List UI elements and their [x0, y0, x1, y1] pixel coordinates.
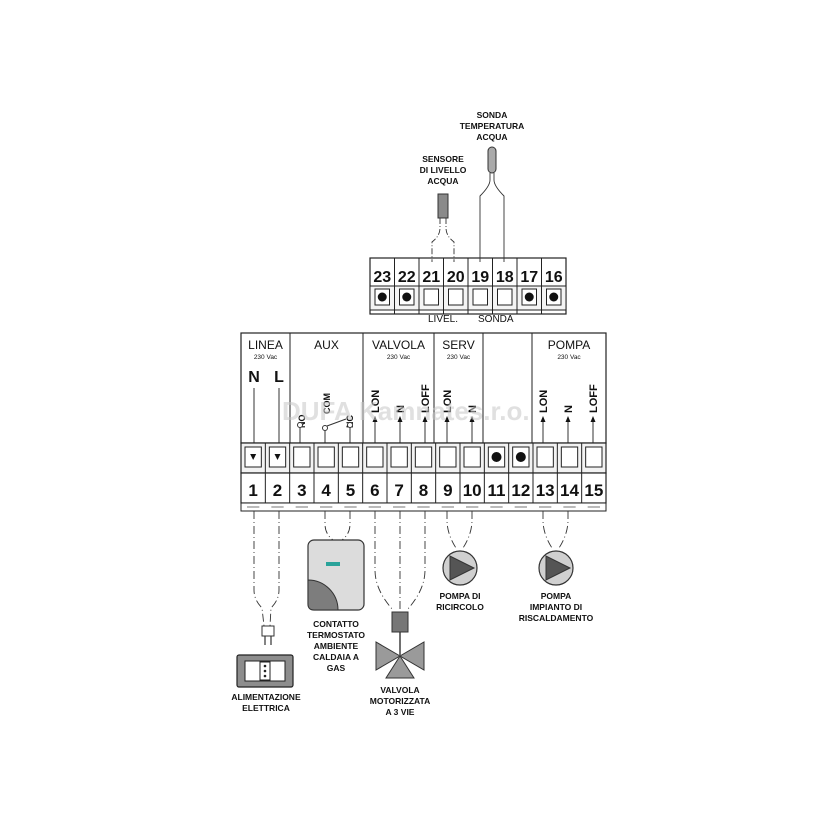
watermark: DUFA Kamnates.r.o.: [282, 396, 530, 426]
top-terminal-18[interactable]: 18: [496, 269, 514, 286]
label-livel: LIVEL.: [428, 314, 458, 325]
terminal-8[interactable]: 8: [419, 481, 428, 500]
three-way-valve: VALVOLA MOTORIZZATA A 3 VIE: [370, 611, 430, 717]
valvola-label-loff: LOFF: [420, 384, 432, 413]
terminal-15[interactable]: 15: [584, 481, 603, 500]
level-sensor-label-2: DI LIVELLO: [420, 165, 467, 175]
thermostat-label-4: CALDAIA A: [313, 652, 359, 662]
temp-probe-label-3: ACQUA: [476, 132, 507, 142]
top-terminal-21[interactable]: 21: [422, 269, 440, 286]
heating-pump-label-1: POMPA: [541, 591, 572, 601]
terminal-1[interactable]: 1: [248, 481, 257, 500]
terminal-10[interactable]: 10: [463, 481, 482, 500]
section-title-2: AUX: [314, 338, 339, 352]
section-title-3: VALVOLA: [372, 338, 425, 352]
terminal-7[interactable]: 7: [394, 481, 403, 500]
aux-com: COM: [322, 393, 332, 414]
terminal-2[interactable]: 2: [273, 481, 282, 500]
terminal-4[interactable]: 4: [321, 481, 331, 500]
top-terminal-23[interactable]: 23: [373, 269, 391, 286]
serv-label-lon: LON: [442, 390, 454, 413]
power-supply-label-1: ALIMENTAZIONE: [231, 692, 301, 702]
top-terminal-17[interactable]: 17: [520, 269, 538, 286]
level-sensor-label-3: ACQUA: [427, 176, 458, 186]
wires: [253, 511, 569, 627]
power-supply: ALIMENTAZIONE ELETTRICA: [231, 625, 301, 713]
terminal-12[interactable]: 12: [511, 481, 530, 500]
pompa-label-loff: LOFF: [588, 384, 600, 413]
section-voltage-3: 230 Vac: [387, 354, 411, 361]
recirc-pump-label-1: POMPA DI: [439, 591, 480, 601]
thermostat-label-2: TERMOSTATO: [307, 630, 365, 640]
aux-nc: NC: [345, 415, 355, 428]
linea-l: L: [274, 369, 284, 386]
terminal-11[interactable]: 11: [488, 481, 506, 500]
terminal-13[interactable]: 13: [536, 481, 555, 500]
power-supply-label-2: ELETTRICA: [242, 703, 290, 713]
valve-label-3: A 3 VIE: [386, 707, 415, 717]
heating-pump-label-2: IMPIANTO DI: [530, 602, 582, 612]
section-voltage-4: 230 Vac: [447, 354, 471, 361]
thermostat-label-1: CONTATTO: [313, 619, 359, 629]
pompa-label-lon: LON: [538, 390, 550, 413]
top-terminal-block: 23 22 21 20 19 18 17 16 LIVEL. SONDA: [369, 257, 567, 325]
level-sensor: SENSORE DI LIVELLO ACQUA: [420, 154, 467, 262]
linea-n: N: [248, 369, 260, 386]
temp-probe-label-2: TEMPERATURA: [460, 121, 525, 131]
section-voltage-6: 230 Vac: [557, 354, 581, 361]
heating-pump-label-3: RISCALDAMENTO: [519, 613, 594, 623]
terminal-9[interactable]: 9: [443, 481, 452, 500]
terminal-6[interactable]: 6: [370, 481, 379, 500]
top-terminal-19[interactable]: 19: [471, 269, 489, 286]
heating-pump: POMPA IMPIANTO DI RISCALDAMENTO: [519, 550, 594, 623]
valvola-label-n: N: [395, 405, 407, 413]
terminal-5[interactable]: 5: [346, 481, 355, 500]
aux-relay-contact: [297, 418, 353, 443]
recirculation-pump: POMPA DI RICIRCOLO: [436, 550, 484, 612]
thermostat-label-5: GAS: [327, 663, 346, 673]
top-terminal-16[interactable]: 16: [545, 269, 563, 286]
aux-no: NO: [297, 415, 307, 429]
valve-label-1: VALVOLA: [380, 685, 419, 695]
terminal-14[interactable]: 14: [560, 481, 579, 500]
main-terminal-housing: LINEA 230 Vac AUX VALVOLA 230 Vac SERV 230 Vac…: [240, 332, 607, 512]
valve-label-2: MOTORIZZATA: [370, 696, 430, 706]
terminal-3[interactable]: 3: [297, 481, 306, 500]
temperature-probe: SONDA TEMPERATURA ACQUA: [460, 110, 525, 262]
serv-label-n: N: [467, 405, 479, 413]
section-title-4: SERV: [442, 338, 474, 352]
valvola-label-lon: LON: [370, 390, 382, 413]
top-terminal-22[interactable]: 22: [398, 269, 416, 286]
top-terminal-20[interactable]: 20: [447, 269, 465, 286]
thermostat-label-3: AMBIENTE: [314, 641, 359, 651]
pompa-label-n: N: [563, 405, 575, 413]
section-title-1: LINEA: [248, 338, 283, 352]
level-sensor-label-1: SENSORE: [422, 154, 464, 164]
recirc-pump-label-2: RICIRCOLO: [436, 602, 484, 612]
room-thermostat: CONTATTO TERMOSTATO AMBIENTE CALDAIA A G…: [307, 539, 365, 673]
section-voltage-1: 230 Vac: [254, 354, 278, 361]
section-title-6: POMPA: [548, 338, 590, 352]
label-sonda: SONDA: [478, 314, 514, 325]
temp-probe-label-1: SONDA: [477, 110, 508, 120]
